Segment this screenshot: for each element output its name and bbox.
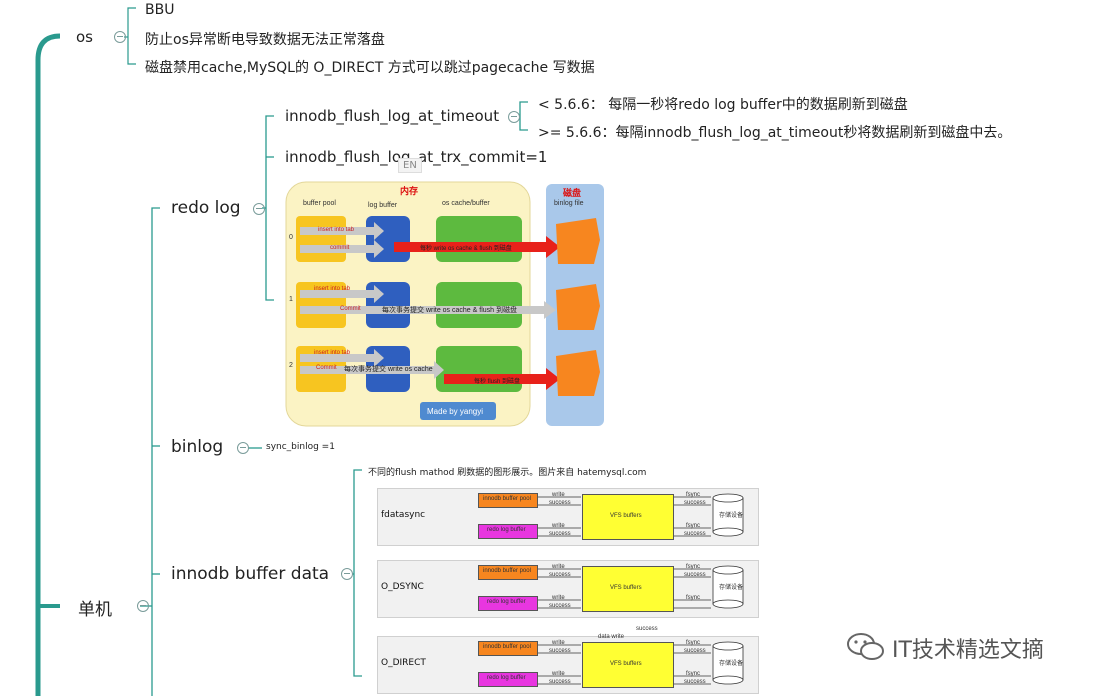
- fsync1-label: fsync: [686, 640, 701, 646]
- buffer-pool-label: innodb buffer pool: [483, 644, 531, 650]
- diagram-footer: Made by yangyi: [427, 407, 484, 416]
- panel-name: O_DIRECT: [381, 658, 426, 668]
- standalone-node[interactable]: 单机: [78, 600, 112, 620]
- success1-label: success: [549, 572, 571, 578]
- redo-buffer-label: redo log buffer: [487, 675, 526, 681]
- fsync1-label: fsync: [686, 564, 701, 570]
- row0-arrow: 每秒 write os cache & flush 到磁盘: [420, 246, 512, 252]
- fsync1-label: fsync: [686, 492, 701, 498]
- row1-arrow: 每次事务提交 write os cache & flush 到磁盘: [382, 307, 517, 314]
- vfs-box: [582, 566, 674, 612]
- row0-num: 0: [289, 234, 293, 241]
- disk-label: 存储设备: [719, 513, 744, 519]
- fsync-success1-label: success: [684, 500, 706, 506]
- redo-buffer-label: redo log buffer: [487, 527, 526, 533]
- row2-num: 2: [289, 362, 293, 369]
- write2-label: write: [552, 671, 565, 677]
- os-item-bbu[interactable]: BBU: [145, 2, 175, 18]
- disk-label: 存储设备: [719, 585, 744, 591]
- redo-buffer-label: redo log buffer: [487, 599, 526, 605]
- fsync-success1-label: success: [684, 648, 706, 654]
- diagram-col-buffer-pool: buffer pool: [303, 200, 336, 207]
- redo-buffer-box: [478, 524, 538, 539]
- row0-a: insert into tab: [318, 227, 355, 233]
- row0-b: commit: [330, 245, 350, 251]
- trx-commit-node[interactable]: innodb_flush_log_at_trx_commit=1: [285, 148, 548, 166]
- vfs-label: VFS buffers: [610, 585, 642, 591]
- write2-label: write: [552, 595, 565, 601]
- disk-label: 存储设备: [719, 661, 744, 667]
- os-item-power[interactable]: 防止os异常断电导致数据无法正常落盘: [145, 32, 385, 48]
- sync-binlog-item[interactable]: sync_binlog =1: [266, 442, 335, 452]
- fsync2-label: fsync: [686, 595, 701, 601]
- fsync-success1-label: success: [684, 572, 706, 578]
- row1-b: Commit: [340, 306, 361, 312]
- write1-label: write: [552, 564, 565, 570]
- buffer-pool-label: innodb buffer pool: [483, 568, 531, 574]
- buffer-data-node[interactable]: innodb buffer data: [171, 564, 330, 584]
- flush-arrows-0: [538, 493, 744, 537]
- fsync2-label: fsync: [686, 523, 701, 529]
- fsync-success2-label: success: [684, 531, 706, 537]
- row2-arrow: 每次事务提交 write os cache: [344, 366, 433, 373]
- timeout-node[interactable]: innodb_flush_log_at_timeout: [285, 107, 500, 125]
- write1-label: write: [552, 492, 565, 498]
- standalone-collapse-icon[interactable]: [137, 600, 149, 612]
- buffer-pool-label: innodb buffer pool: [483, 496, 531, 502]
- os-item-disk-cache[interactable]: 磁盘禁用cache,MySQL的 O_DIRECT 方式可以跳过pagecach…: [145, 60, 595, 76]
- timeout-item-old[interactable]: < 5.6.6： 每隔一秒将redo log buffer中的数据刷新到磁盘: [538, 97, 908, 113]
- flush-arrows-1: [538, 565, 744, 609]
- success2-label: success: [549, 603, 571, 609]
- binlog-collapse-icon[interactable]: [237, 442, 249, 454]
- flush-arrows-2: [538, 641, 744, 685]
- buffer-pool-box: [478, 641, 538, 656]
- write2-label: write: [552, 523, 565, 529]
- redo-buffer-box: [478, 672, 538, 687]
- success1-label: success: [549, 500, 571, 506]
- en-badge: EN: [398, 158, 422, 173]
- buffer-pool-box: [478, 565, 538, 580]
- fsync-success2-label: success: [684, 679, 706, 685]
- binlog-node[interactable]: binlog: [171, 437, 224, 457]
- write1-label: write: [552, 640, 565, 646]
- diagram-col-log-buffer: log buffer: [368, 202, 398, 209]
- redo-log-node[interactable]: redo log: [171, 198, 241, 218]
- fsync2-label: fsync: [686, 671, 701, 677]
- direct-write-label: data write: [598, 634, 625, 640]
- timeout-collapse-icon[interactable]: [508, 111, 520, 123]
- wechat-icon: [847, 633, 884, 660]
- redo-log-diagram: [285, 181, 604, 427]
- row1-a: insert into tab: [314, 286, 351, 292]
- redo-buffer-box: [478, 596, 538, 611]
- row2-arrow2: 每秒 flush 到磁盘: [474, 379, 521, 385]
- os-collapse-icon[interactable]: [114, 31, 126, 43]
- redo-log-collapse-icon[interactable]: [253, 203, 265, 215]
- direct-success-label: success: [636, 626, 658, 632]
- timeout-item-new[interactable]: >= 5.6.6：每隔innodb_flush_log_at_timeout秒将…: [538, 125, 1012, 141]
- diagram-memory-title: 内存: [400, 186, 419, 196]
- diagram-disk-title: 磁盘: [563, 188, 582, 198]
- vfs-label: VFS buffers: [610, 513, 642, 519]
- buffer-data-caption: 不同的flush mathod 刷数据的图形展示。图片来自 hatemysql.…: [368, 468, 647, 478]
- vfs-label: VFS buffers: [610, 661, 642, 667]
- vfs-box: [582, 494, 674, 540]
- success2-label: success: [549, 679, 571, 685]
- panel-name: fdatasync: [381, 510, 426, 520]
- watermark-text: IT技术精选文摘: [892, 638, 1044, 663]
- buffer-data-collapse-icon[interactable]: [341, 568, 353, 580]
- os-node[interactable]: os: [76, 28, 93, 46]
- buffer-pool-box: [478, 493, 538, 508]
- panel-name: O_DSYNC: [381, 582, 424, 592]
- diagram-col-os-cache: os cache/buffer: [442, 200, 490, 207]
- success2-label: success: [549, 531, 571, 537]
- success1-label: success: [549, 648, 571, 654]
- vfs-box: [582, 642, 674, 688]
- row1-num: 1: [289, 296, 293, 303]
- row2-a: insert into tab: [314, 350, 351, 356]
- row2-b: Commit: [316, 365, 337, 371]
- diagram-col-binlog: binlog file: [554, 200, 584, 207]
